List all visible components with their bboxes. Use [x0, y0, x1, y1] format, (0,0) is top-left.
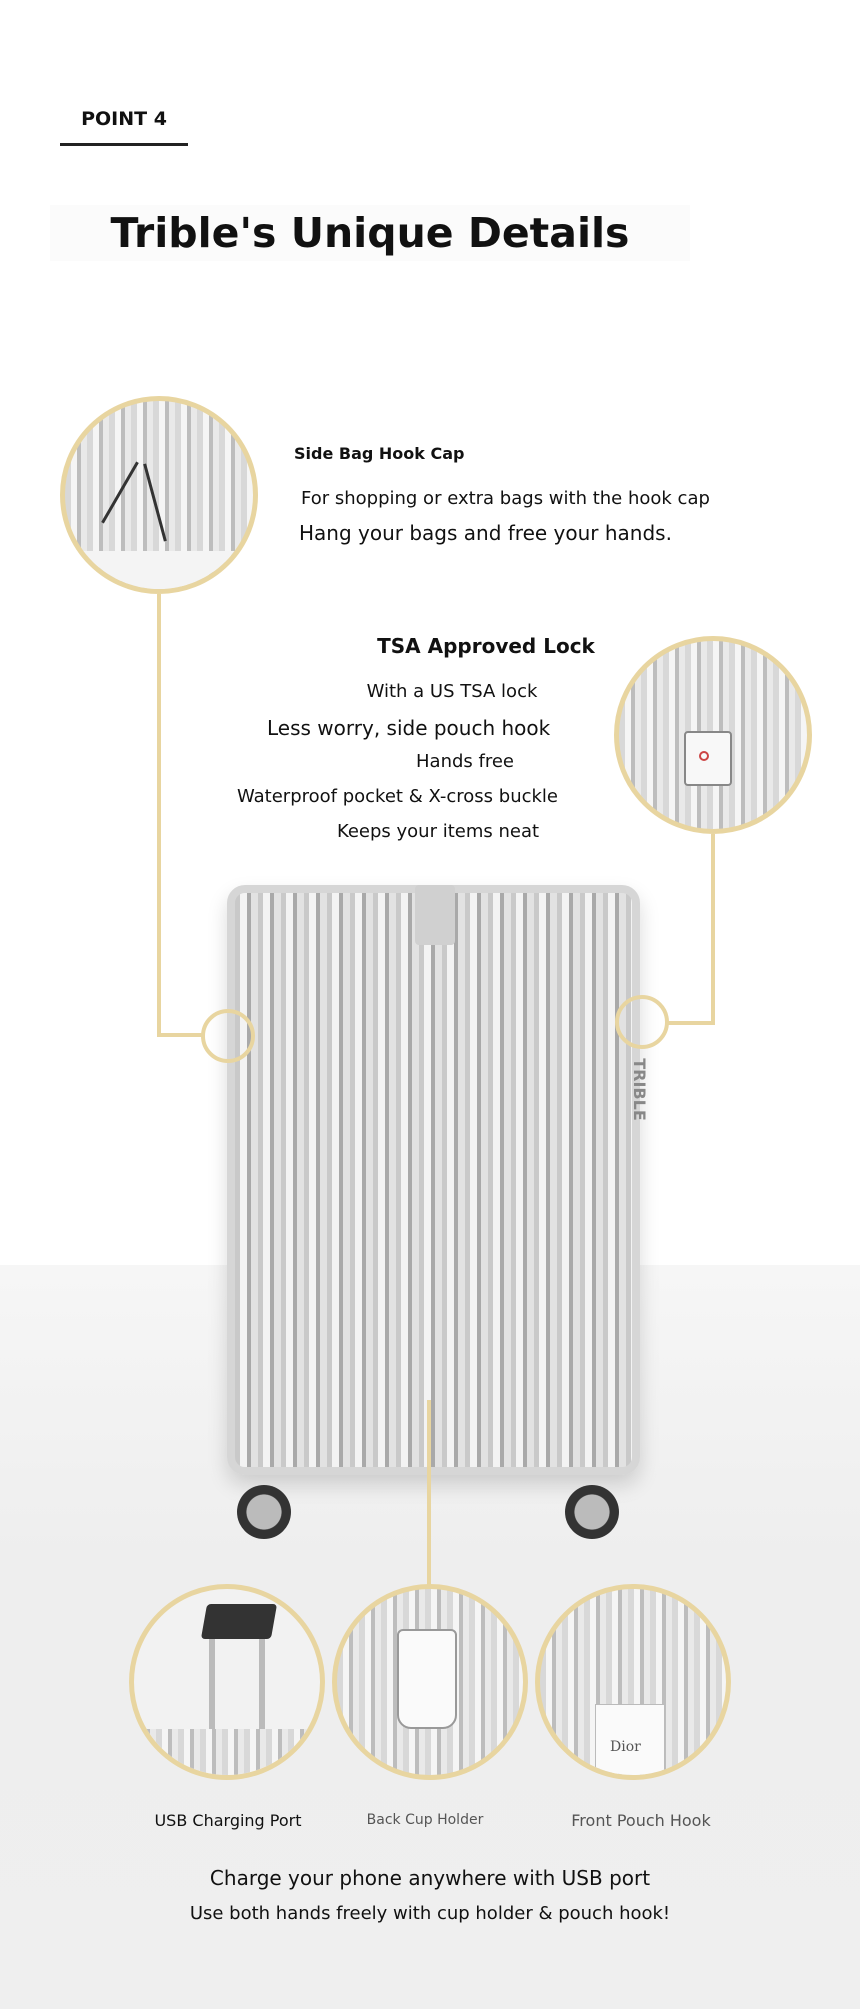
suitcase-image — [227, 885, 640, 1475]
wheel — [237, 1485, 291, 1539]
page-title: Trible's Unique Details — [50, 205, 690, 261]
tsa-lock-marker — [615, 995, 669, 1049]
suitcase-handle — [415, 885, 455, 945]
bag-brand: Dior — [610, 1739, 641, 1755]
pouch-hook-image: Dior — [535, 1584, 731, 1780]
tsa-line: Less worry, side pouch hook — [267, 716, 551, 740]
tsa-title: TSA Approved Lock — [377, 634, 595, 658]
connector-line-bottom — [427, 1400, 431, 1586]
side-hook-image — [60, 396, 258, 594]
connector-line-left — [157, 594, 161, 1036]
side-hook-line2: Hang your bags and free your hands. — [299, 521, 672, 545]
tsa-lock-image — [614, 636, 812, 834]
point-underline — [60, 143, 188, 146]
usb-port-image — [129, 1584, 325, 1780]
feature-label: Front Pouch Hook — [571, 1811, 711, 1830]
connector-line-right-h — [666, 1021, 715, 1025]
side-hook-line1: For shopping or extra bags with the hook… — [301, 488, 710, 509]
connector-line-right — [711, 834, 715, 1025]
feature-label: Back Cup Holder — [366, 1812, 484, 1828]
point-label: POINT 4 — [81, 108, 167, 130]
cup-holder-image — [332, 1584, 528, 1780]
suitcase-brand: TRIBLE — [629, 1058, 649, 1121]
tsa-line: With a US TSA lock — [366, 681, 538, 702]
footer-line2: Use both hands freely with cup holder & … — [189, 1903, 671, 1924]
connector-line-left-h — [157, 1033, 203, 1037]
tsa-line: Waterproof pocket & X-cross buckle — [237, 786, 559, 807]
tsa-line: Hands free — [416, 751, 514, 772]
wheel — [565, 1485, 619, 1539]
side-hook-title: Side Bag Hook Cap — [294, 444, 465, 463]
feature-label: USB Charging Port — [154, 1811, 302, 1830]
tsa-line: Keeps your items neat — [336, 821, 540, 842]
side-hook-marker — [201, 1009, 255, 1063]
footer-line1: Charge your phone anywhere with USB port — [209, 1866, 651, 1890]
